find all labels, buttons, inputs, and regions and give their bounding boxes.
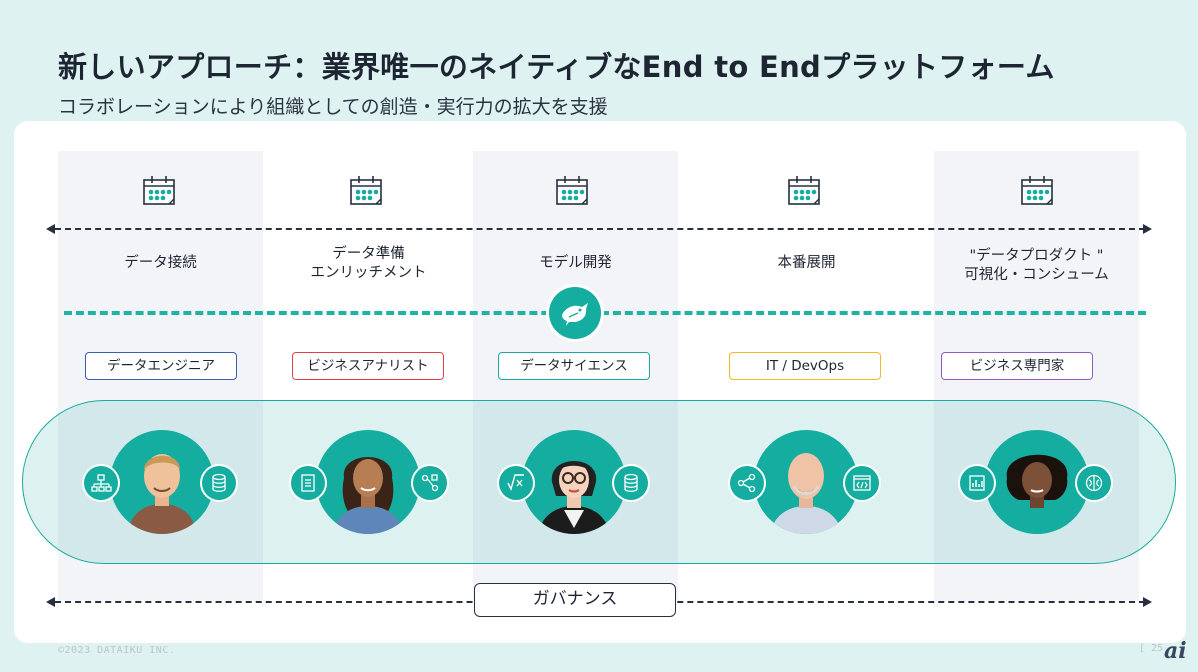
stage-label-model-dev: モデル開発 bbox=[539, 255, 612, 271]
dataiku-bird-logo bbox=[549, 287, 601, 339]
role-business-analyst: ビジネスアナリスト bbox=[292, 352, 444, 380]
stage-label-deploy: 本番展開 bbox=[777, 255, 836, 271]
avatar bbox=[316, 430, 420, 534]
governance-label: ガバナンス bbox=[474, 583, 676, 617]
arrow-left-icon bbox=[46, 224, 55, 234]
stage-label-data-prep: データ準備 エンリッチメント bbox=[310, 246, 427, 281]
calendar-icon bbox=[1021, 176, 1053, 205]
logo: ai bbox=[1164, 638, 1187, 664]
pipeline-arrow bbox=[55, 228, 1145, 230]
bird-icon bbox=[562, 303, 588, 326]
code-window-icon bbox=[845, 466, 879, 500]
page-subtitle: コラボレーションにより組織としての創造・実行力の拡大を支援 bbox=[58, 96, 608, 118]
share-icon bbox=[730, 466, 764, 500]
bar-chart-icon bbox=[960, 466, 994, 500]
stage-label-data-connect: データ接続 bbox=[124, 255, 197, 271]
formula-icon bbox=[499, 466, 533, 500]
arrow-left-icon bbox=[46, 597, 55, 607]
calendar-icon bbox=[350, 176, 382, 205]
role-data-science: データサイエンス bbox=[498, 352, 650, 380]
avatar bbox=[522, 430, 626, 534]
calendar-icon bbox=[143, 176, 175, 205]
brain-icon bbox=[1077, 466, 1111, 500]
platform-line bbox=[64, 311, 1146, 315]
database-icon bbox=[614, 466, 648, 500]
calendar-icon bbox=[556, 176, 588, 205]
arrow-right-icon bbox=[1143, 224, 1152, 234]
avatar bbox=[754, 430, 858, 534]
avatar bbox=[110, 430, 214, 534]
workflow-icon bbox=[413, 466, 447, 500]
document-icon bbox=[291, 466, 325, 500]
page-number: [ 25 bbox=[1139, 643, 1164, 654]
role-it-devops: IT / DevOps bbox=[729, 352, 881, 380]
hierarchy-icon bbox=[84, 466, 118, 500]
stage-label-data-product: "データプロダクト " 可視化・コンシューム bbox=[964, 248, 1109, 283]
calendar-icon bbox=[788, 176, 820, 205]
avatar bbox=[985, 430, 1089, 534]
role-business-expert: ビジネス専門家 bbox=[941, 352, 1093, 380]
page-title: 新しいアプローチ：業界唯一のネイティブなEnd to Endプラットフォーム bbox=[58, 50, 1055, 84]
copyright: ©2023 DATAIKU INC. bbox=[58, 645, 176, 656]
arrow-right-icon bbox=[1143, 597, 1152, 607]
role-data-engineer: データエンジニア bbox=[85, 352, 237, 380]
database-icon bbox=[202, 466, 236, 500]
